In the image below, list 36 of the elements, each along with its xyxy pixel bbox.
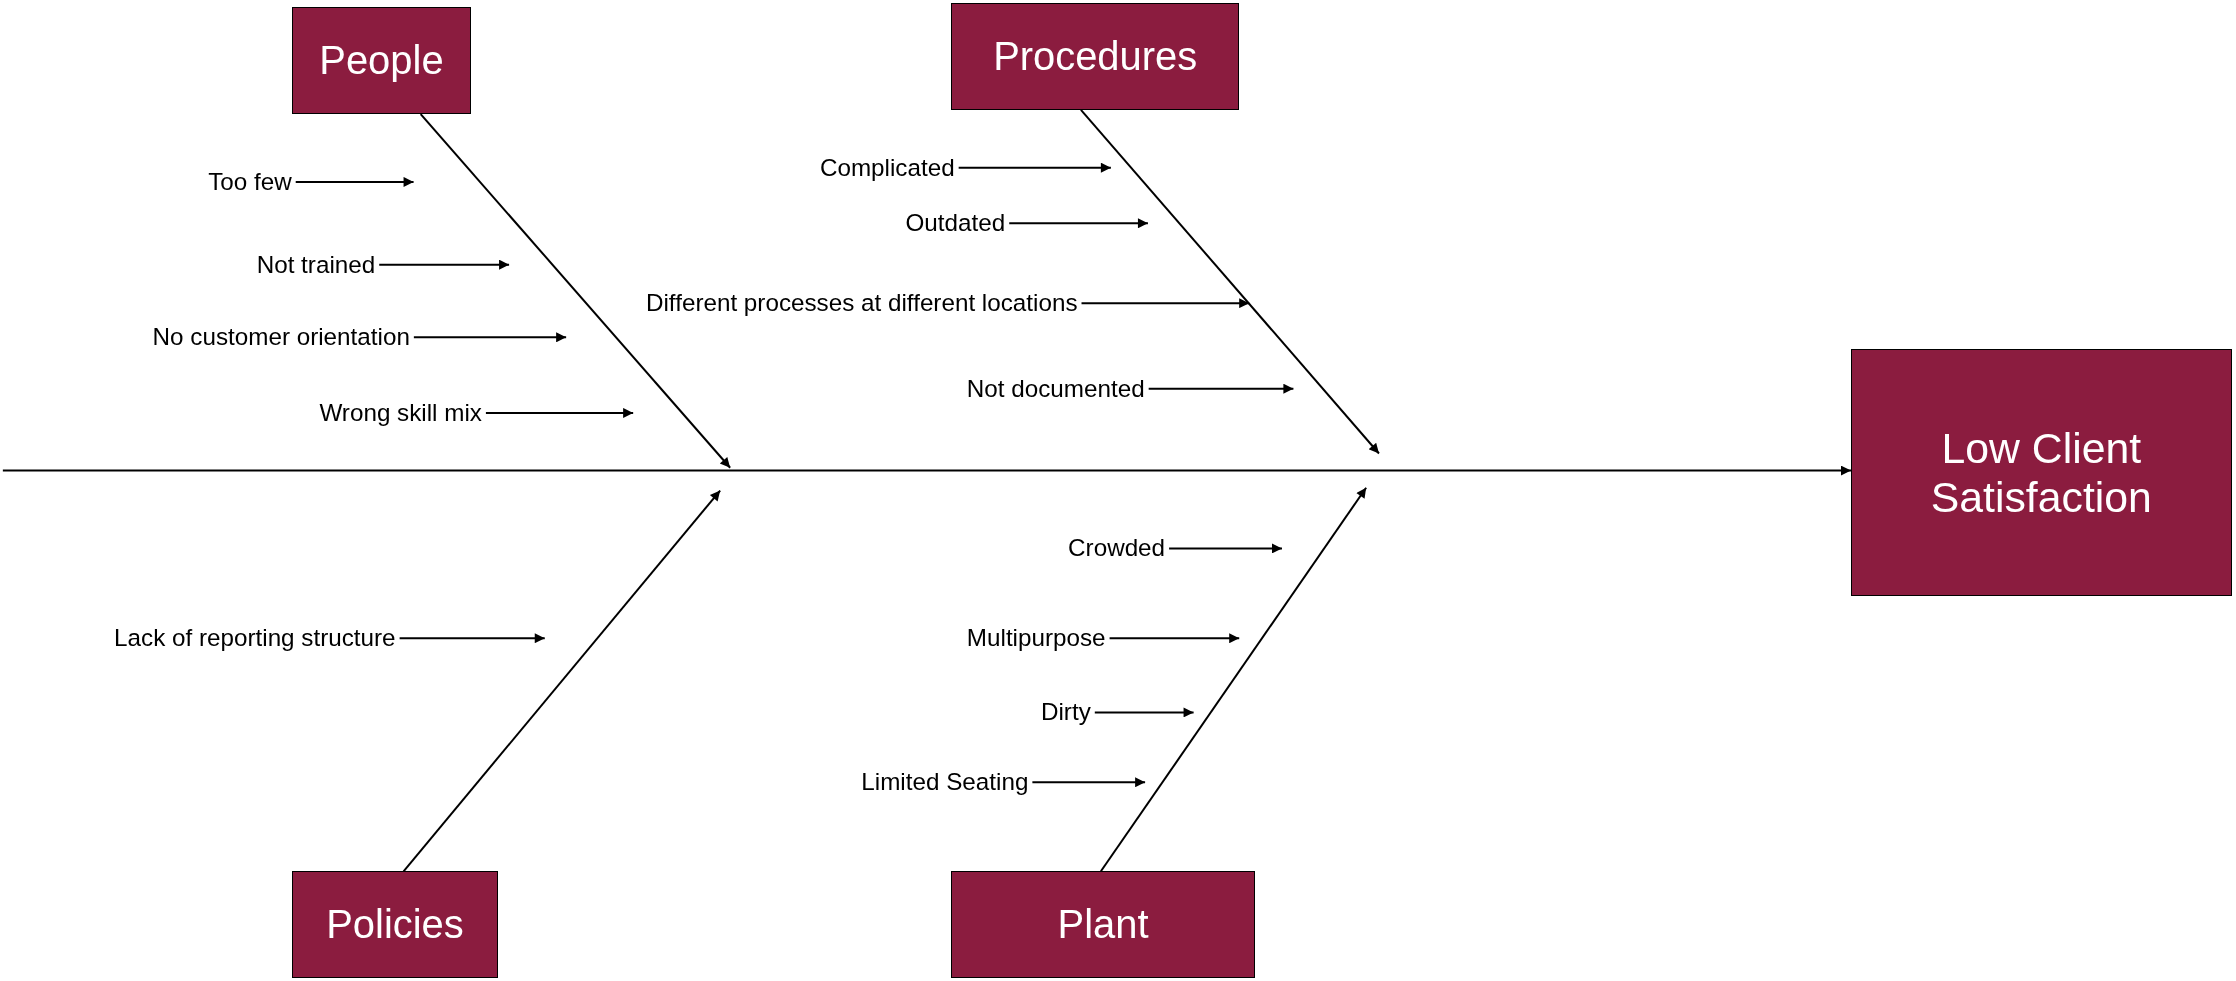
- category-box: Policies: [292, 871, 498, 979]
- cause-label: Not trained: [256, 250, 376, 279]
- arrow: [398, 633, 546, 644]
- arrow: [1080, 298, 1251, 309]
- arrow: [1099, 486, 1368, 873]
- arrow: [1093, 707, 1195, 718]
- cause-label: Too few: [208, 168, 292, 196]
- category-box: Plant: [951, 871, 1255, 979]
- cause-label: Outdated: [905, 209, 1006, 238]
- cause-label: Multipurpose: [966, 624, 1106, 653]
- arrow: [484, 407, 635, 418]
- arrow: [1, 465, 1852, 476]
- category-box: People: [292, 7, 471, 115]
- arrow: [412, 332, 568, 343]
- category-box: Procedures: [951, 2, 1240, 110]
- cause-label: Limited Seating: [861, 768, 1029, 797]
- effect-box: Low Client Satisfaction: [1850, 349, 2232, 597]
- arrow: [1108, 633, 1241, 644]
- cause-label: Dirty: [1041, 698, 1091, 727]
- cause-label: Not documented: [966, 374, 1145, 403]
- cause-label: Different processes at different locations: [646, 289, 1078, 318]
- cause-label: No customer orientation: [152, 323, 410, 352]
- arrow: [378, 259, 511, 270]
- cause-label: Lack of reporting structure: [114, 624, 396, 653]
- arrow: [402, 489, 722, 873]
- cause-label: Wrong skill mix: [319, 399, 482, 427]
- arrow: [294, 176, 415, 187]
- arrow: [1147, 383, 1295, 394]
- arrow: [1031, 777, 1147, 788]
- arrow: [1168, 543, 1283, 554]
- arrow: [1008, 218, 1149, 229]
- arrow: [419, 113, 732, 469]
- cause-label: Crowded: [1068, 534, 1166, 563]
- arrow: [957, 162, 1112, 173]
- arrow: [1079, 108, 1380, 455]
- cause-label: Complicated: [819, 153, 955, 182]
